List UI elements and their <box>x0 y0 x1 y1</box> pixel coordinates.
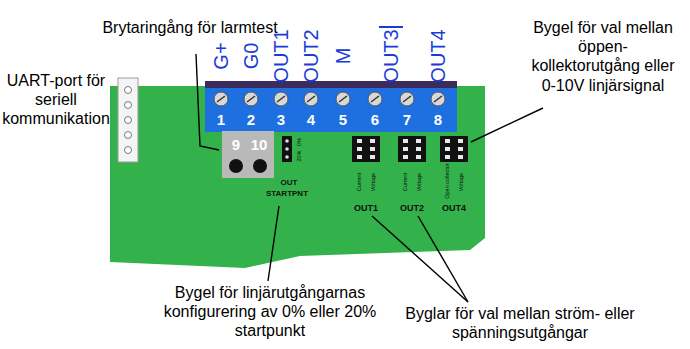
jumper-pin <box>370 155 375 159</box>
terminal-screw <box>244 92 258 106</box>
jumper-header <box>440 136 468 162</box>
jumper-pin <box>370 139 375 143</box>
screw-slot <box>217 96 225 102</box>
switch-terminal <box>253 159 267 173</box>
terminal-label: OUT4 <box>426 29 450 82</box>
startpoint-jumper <box>282 136 292 162</box>
callout-text: Byglar för val mellan ström- eller spänn… <box>395 304 645 342</box>
jumper-pin <box>458 139 463 143</box>
terminal-screw <box>274 92 288 106</box>
callout-text: UART-port för seriell kommunikation <box>2 71 110 129</box>
terminal-screw <box>368 92 382 106</box>
terminal-label: G+ <box>209 42 233 69</box>
jumper-pin <box>458 155 463 159</box>
pin-number: 9 <box>232 136 240 154</box>
silkscreen-label: OUT <box>281 178 298 188</box>
callout-text: Brytaringång för larmtest <box>100 18 280 37</box>
output-jumpers <box>352 136 468 162</box>
jumper-pin <box>403 139 408 143</box>
silkscreen-label: OUT1 <box>354 203 378 214</box>
terminal-screw <box>400 92 414 106</box>
terminal-screw <box>304 92 318 106</box>
jumper-pin <box>370 147 375 151</box>
jumper-pin <box>416 155 421 159</box>
circuit-board <box>110 86 485 268</box>
callout-text: Bygel för val mellan öppen-kollektorutgå… <box>528 18 678 95</box>
jumper-pin <box>458 147 463 151</box>
terminal-label: OUT2 <box>299 29 323 82</box>
jumper-pin <box>403 155 408 159</box>
silkscreen-label: STARTPNT <box>266 189 308 199</box>
pin-number: 5 <box>339 111 347 129</box>
silkscreen-label: OUT4 <box>442 203 466 214</box>
terminal-label: OUT1 <box>269 29 293 82</box>
jumper-pin <box>416 147 421 151</box>
silkscreen-label: 20% <box>296 150 303 161</box>
pin-number: 6 <box>371 111 379 129</box>
pin-number: 10 <box>251 136 268 154</box>
terminal-label: M <box>331 48 355 65</box>
silkscreen-label: Voltage <box>370 173 377 191</box>
pin-number: 1 <box>217 111 225 129</box>
switch-terminal <box>229 159 243 173</box>
terminal-screw <box>431 92 445 106</box>
terminal-screw <box>214 92 228 106</box>
pin-number: 2 <box>247 111 255 129</box>
switch-input-block <box>222 131 274 178</box>
silkscreen-label: Current <box>402 173 409 191</box>
terminal-screw <box>336 92 350 106</box>
silkscreen-label: Voltage <box>416 173 423 191</box>
jumper-header <box>352 136 380 162</box>
jumper-pin <box>357 139 362 143</box>
terminal-screws <box>214 92 445 106</box>
screw-slot <box>247 96 255 102</box>
terminal-label: OUT3 <box>379 29 403 82</box>
jumper-pin <box>445 147 450 151</box>
pin-number: 8 <box>434 111 442 129</box>
silkscreen-label: OUT2 <box>400 203 424 214</box>
pin-number: 3 <box>277 111 285 129</box>
silkscreen-label: Current <box>356 173 363 191</box>
terminal-strip-top <box>205 81 457 88</box>
jumper-pin <box>357 155 362 159</box>
jumper-pin <box>445 139 450 143</box>
jumper-pin <box>445 155 450 159</box>
jumper-pin <box>416 139 421 143</box>
uart-pins <box>125 87 132 154</box>
screw-slot <box>277 96 285 102</box>
terminal-label: G0 <box>239 43 263 70</box>
out3-marker <box>379 26 403 28</box>
silkscreen-label: 0% <box>296 138 303 146</box>
screw-slot <box>403 96 411 102</box>
screw-slot <box>434 96 442 102</box>
silkscreen-label: Open collector <box>444 163 451 198</box>
pin-number: 7 <box>403 111 411 129</box>
screw-slot <box>307 96 315 102</box>
uart-connector <box>118 78 138 162</box>
jumper-pin <box>357 147 362 151</box>
callout-text: Bygel för linjärutgångarnas konfigurerin… <box>139 283 401 341</box>
jumper-header <box>398 136 426 162</box>
screw-slot <box>371 96 379 102</box>
screw-slot <box>339 96 347 102</box>
terminal-block <box>205 88 457 132</box>
leader-lines <box>196 54 543 302</box>
silkscreen-label: Voltage <box>458 173 465 191</box>
pin-number: 4 <box>307 111 315 129</box>
jumper-pin <box>403 147 408 151</box>
startpoint-jumper-pins <box>285 139 289 159</box>
